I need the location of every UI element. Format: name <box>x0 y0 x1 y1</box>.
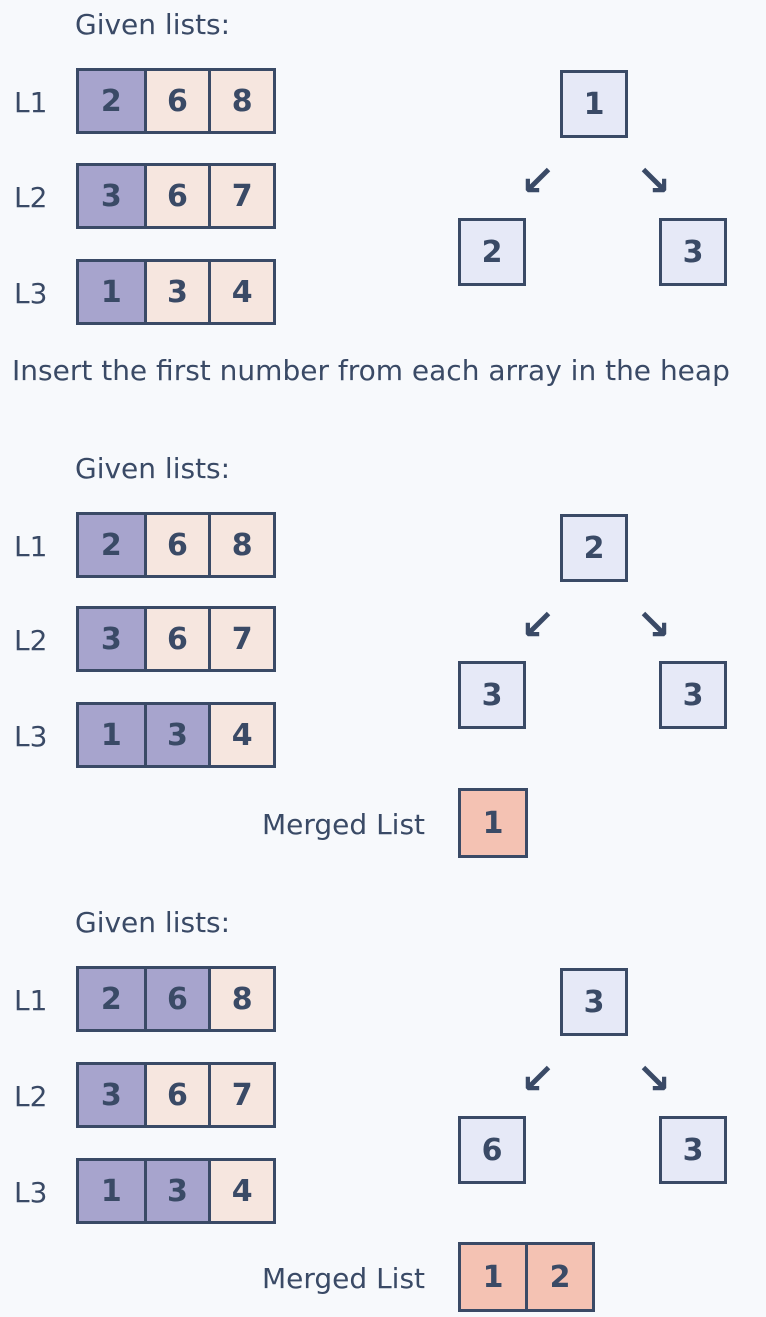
list-cell: 3 <box>79 609 144 669</box>
arrow-down-right-icon: ↘ <box>636 1054 672 1103</box>
list-cell: 1 <box>79 1161 144 1221</box>
list-cell: 3 <box>79 1065 144 1125</box>
step-1-list-l3: 1 3 4 <box>76 259 276 325</box>
list-cell: 6 <box>143 166 209 226</box>
step-1-list-label-l2: L2 <box>14 181 48 214</box>
heap-left-node: 2 <box>458 218 526 286</box>
step-3-list-l2: 3 6 7 <box>76 1062 276 1128</box>
merged-list: 1 2 <box>458 1242 595 1312</box>
step-3-heading: Given lists: <box>75 906 231 939</box>
merged-cell: 1 <box>482 805 504 841</box>
heap-right-node: 3 <box>659 1116 727 1184</box>
list-cell: 7 <box>208 1065 273 1125</box>
step-2-list-l1: 2 6 8 <box>76 512 276 578</box>
list-cell: 8 <box>208 969 273 1029</box>
step-2: Given lists: L1 2 6 8 L2 3 6 7 L3 1 3 4 … <box>0 446 766 866</box>
step-3-list-l3: 1 3 4 <box>76 1158 276 1224</box>
step-3-list-l1: 2 6 8 <box>76 966 276 1032</box>
merged-cell: 1 <box>482 1259 504 1295</box>
step-3: Given lists: L1 2 6 8 L2 3 6 7 L3 1 3 4 … <box>0 900 766 1317</box>
step-2-list-l2: 3 6 7 <box>76 606 276 672</box>
arrow-down-right-icon: ↘ <box>636 600 672 649</box>
list-cell: 3 <box>143 262 209 322</box>
step-1-list-l2: 3 6 7 <box>76 163 276 229</box>
list-cell: 2 <box>79 969 144 1029</box>
list-cell: 2 <box>79 515 144 575</box>
step-caption: Insert the first number from each array … <box>12 354 730 387</box>
step-3-list-label-l3: L3 <box>14 1176 48 1209</box>
heap-right-node: 3 <box>659 661 727 729</box>
list-cell: 3 <box>79 166 144 226</box>
step-3-list-label-l2: L2 <box>14 1080 48 1113</box>
step-1-heading: Given lists: <box>75 8 231 41</box>
arrow-down-left-icon: ↙ <box>520 1054 556 1103</box>
list-cell: 6 <box>143 969 209 1029</box>
heap-root-node: 3 <box>560 968 628 1036</box>
step-2-list-label-l2: L2 <box>14 624 48 657</box>
list-cell: 6 <box>143 71 209 131</box>
merged-cell: 2 <box>525 1245 592 1309</box>
step-2-list-label-l3: L3 <box>14 720 48 753</box>
list-cell: 7 <box>208 609 273 669</box>
list-cell: 6 <box>143 1065 209 1125</box>
step-1-list-label-l3: L3 <box>14 277 48 310</box>
list-cell: 4 <box>208 1161 273 1221</box>
step-1-list-l1: 2 6 8 <box>76 68 276 134</box>
list-cell: 4 <box>208 705 273 765</box>
list-cell: 6 <box>143 515 209 575</box>
list-cell: 1 <box>79 705 144 765</box>
list-cell: 8 <box>208 515 273 575</box>
step-2-heading: Given lists: <box>75 452 231 485</box>
merged-list-label: Merged List <box>262 808 426 841</box>
arrow-down-left-icon: ↙ <box>520 156 556 205</box>
merged-list-label: Merged List <box>262 1262 426 1295</box>
list-cell: 4 <box>208 262 273 322</box>
list-cell: 3 <box>143 1161 209 1221</box>
step-1-list-label-l1: L1 <box>14 86 48 119</box>
arrow-down-left-icon: ↙ <box>520 600 556 649</box>
list-cell: 2 <box>79 71 144 131</box>
step-3-list-label-l1: L1 <box>14 984 48 1017</box>
step-1: Given lists: L1 2 6 8 L2 3 6 7 L3 1 3 4 … <box>0 0 766 400</box>
heap-root-node: 2 <box>560 514 628 582</box>
step-2-list-label-l1: L1 <box>14 530 48 563</box>
merged-list: 1 <box>458 788 528 858</box>
heap-left-node: 3 <box>458 661 526 729</box>
heap-left-node: 6 <box>458 1116 526 1184</box>
heap-right-node: 3 <box>659 218 727 286</box>
list-cell: 7 <box>208 166 273 226</box>
arrow-down-right-icon: ↘ <box>636 156 672 205</box>
list-cell: 8 <box>208 71 273 131</box>
heap-root-node: 1 <box>560 70 628 138</box>
list-cell: 3 <box>143 705 209 765</box>
step-2-list-l3: 1 3 4 <box>76 702 276 768</box>
list-cell: 6 <box>143 609 209 669</box>
list-cell: 1 <box>79 262 144 322</box>
